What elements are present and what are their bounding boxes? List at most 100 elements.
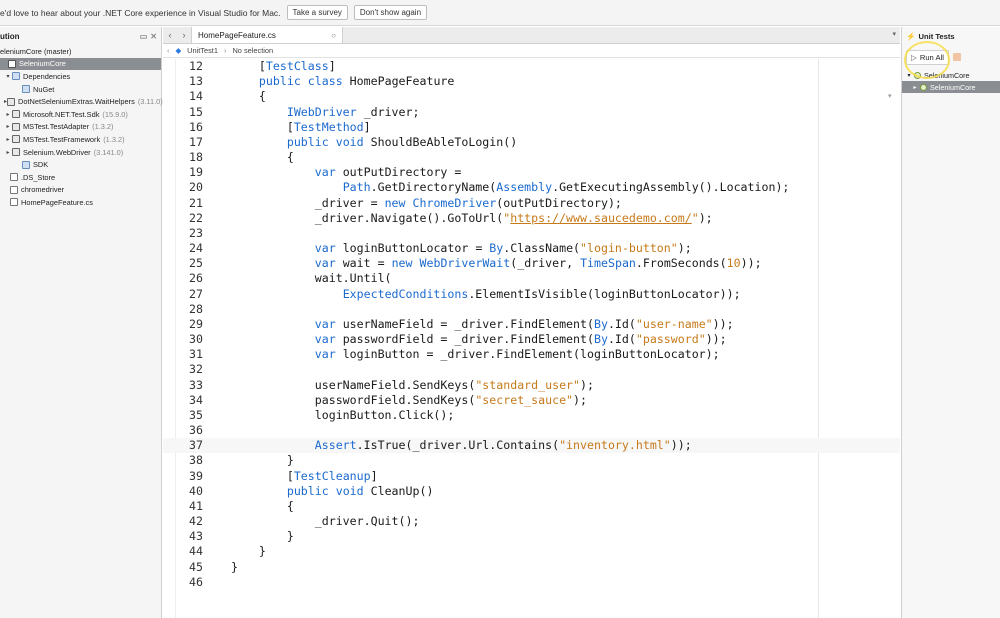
expand-arrow-icon[interactable]: ▸ [6,111,10,118]
line-number: 13 [189,74,203,89]
code-line[interactable]: 14 { [163,89,900,104]
line-number: 26 [189,271,203,286]
solution-tree-item[interactable]: HomePageFeature.cs [0,196,161,209]
code-line[interactable]: 17 public void ShouldBeAbleToLogin() [163,135,900,150]
stop-icon[interactable] [952,53,961,61]
code-line[interactable]: 45} [163,560,900,575]
folder-icon [12,72,20,81]
code-line[interactable]: 21 _driver = new ChromeDriver(outPutDire… [163,196,900,211]
solution-tree-item[interactable]: SeleniumCore [0,57,161,71]
unit-test-item[interactable]: ▸SeleniumCore [902,81,1000,93]
file-icon [10,198,18,207]
code-line[interactable]: 23 [163,226,900,241]
unit-tests-header: ⚡ Unit Tests [902,27,1000,45]
code-text: } [231,453,294,468]
code-line[interactable]: 12 [TestClass] [163,59,900,74]
code-line[interactable]: 26 wait.Until( [163,271,900,286]
code-text: public void CleanUp() [286,483,434,498]
line-number: 12 [189,59,203,73]
take-survey-button[interactable]: Take a survey [286,5,348,20]
code-line[interactable]: 20 Path.GetDirectoryName(Assembly.GetExe… [163,180,900,195]
expand-arrow-icon[interactable]: ▾ [6,73,10,80]
code-line[interactable]: 42 _driver.Quit(); [163,514,900,529]
pad-close-icon[interactable]: ✕ [150,31,157,41]
solution-tree-item[interactable]: ▾ Dependencies [0,70,161,83]
expand-arrow-icon[interactable]: ▸ [4,99,8,106]
forward-arrow-icon[interactable]: › [182,30,186,40]
pad-minimize-icon[interactable]: ▭ [139,31,148,41]
expand-arrow-icon[interactable]: ▸ [6,149,10,156]
code-line[interactable]: 16 [TestMethod] [163,120,900,135]
code-line[interactable]: 37 Assert.IsTrue(_driver.Url.Contains("i… [163,438,900,454]
code-line[interactable]: 43 } [163,529,900,544]
line-number: 33 [189,377,203,392]
code-line[interactable]: 40 public void CleanUp() [163,484,900,499]
code-line[interactable]: 33 userNameField.SendKeys("standard_user… [163,378,900,393]
expand-arrow-icon[interactable]: ▸ [913,84,917,91]
code-line[interactable]: 39 [TestCleanup] [163,469,900,484]
code-line[interactable]: 19 var outPutDirectory = [163,165,900,180]
code-line[interactable]: 25 var wait = new WebDriverWait(_driver,… [163,256,900,271]
dont-show-again-button[interactable]: Don't show again [353,5,428,20]
expand-arrow-icon[interactable]: ▾ [907,72,911,79]
code-line[interactable]: 34 passwordField.SendKeys("secret_sauce"… [163,393,900,408]
solution-root[interactable]: eleniumCore (master) [0,45,161,58]
code-line[interactable]: 32 [163,362,900,377]
code-line[interactable]: 41 { [163,499,900,514]
solution-tree-item[interactable]: ▸MSTest.TestAdapter(1.3.2) [0,121,161,134]
code-text: { [231,150,294,165]
code-line[interactable]: 36 [163,423,900,438]
solution-tree-item[interactable]: ▸Microsoft.NET.Test.Sdk(15.9.0) [0,108,161,121]
solution-tree-item[interactable]: ▸Selenium.WebDriver(3.141.0) [0,146,161,159]
code-text: var loginButtonLocator = By.ClassName("l… [314,241,692,256]
code-line[interactable]: 38 } [163,453,900,468]
code-line[interactable]: 27 ExpectedConditions.ElementIsVisible(l… [163,287,900,302]
path-class[interactable]: UnitTest1 [187,46,218,55]
expand-arrow-icon[interactable]: ▸ [6,124,10,131]
scrollbar-marker-icon[interactable]: ▾ [888,92,894,100]
code-text: var loginButton = _driver.FindElement(lo… [314,347,720,362]
package-version: (3.11.0) [137,97,163,107]
code-line[interactable]: 35 loginButton.Click(); [163,408,900,423]
code-line[interactable]: 28 [163,302,900,317]
unit-test-item-label: SeleniumCore [924,70,970,80]
back-arrow-icon[interactable]: ‹ [168,30,172,40]
line-number: 32 [189,362,203,377]
tab-close-icon[interactable]: ○ [331,30,336,40]
pkg-icon [12,148,20,157]
line-number: 45 [189,559,203,574]
code-line[interactable]: 18 { [163,150,900,165]
code-line[interactable]: 31 var loginButton = _driver.FindElement… [163,347,900,362]
solution-tree-item[interactable]: chromedriver [0,184,161,197]
solution-tree-item[interactable]: NuGet [0,83,161,96]
expand-arrow-icon[interactable]: ▸ [6,136,10,143]
code-line[interactable]: 24 var loginButtonLocator = By.ClassName… [163,241,900,256]
project-icon [8,59,16,68]
solution-tree-item[interactable]: SDK [0,158,161,171]
line-number: 28 [189,301,203,316]
code-text: loginButton.Click(); [231,407,455,422]
package-version: (15.9.0) [102,109,128,119]
code-line[interactable]: 22 _driver.Navigate().GoToUrl("https://w… [163,211,900,226]
path-member[interactable]: No selection [232,46,274,55]
solution-tree-item-label: Dependencies [23,71,71,81]
solution-tree-item[interactable]: ▸DotNetSeleniumExtras.WaitHelpers(3.11.0… [0,95,163,108]
code-line[interactable]: 30 var passwordField = _driver.FindEleme… [163,332,900,347]
code-line[interactable]: 44 } [163,544,900,559]
line-number: 42 [189,514,203,529]
solution-pad-title: ution [0,31,20,41]
unit-tests-toolbar: ▷ Run All [902,41,1000,79]
code-text: public void ShouldBeAbleToLogin() [286,134,518,149]
code-line[interactable]: 46 [163,575,900,590]
solution-tree-item[interactable]: ▸MSTest.TestFramework(1.3.2) [0,133,161,146]
path-back-icon[interactable]: ‹ [167,46,170,55]
code-text: public class HomePageFeature [258,74,455,89]
code-line[interactable]: 15 IWebDriver _driver; [163,105,900,120]
code-line[interactable]: 13 public class HomePageFeature [163,74,900,89]
tab-homepagefeature[interactable]: HomePageFeature.cs ○ [191,27,343,43]
tab-menu-chevron-icon[interactable]: ▾ [892,31,896,38]
code-text: passwordField.SendKeys("secret_sauce"); [231,392,588,407]
solution-tree-item[interactable]: .DS_Store [0,171,161,184]
code-line[interactable]: 29 var userNameField = _driver.FindEleme… [163,317,900,332]
